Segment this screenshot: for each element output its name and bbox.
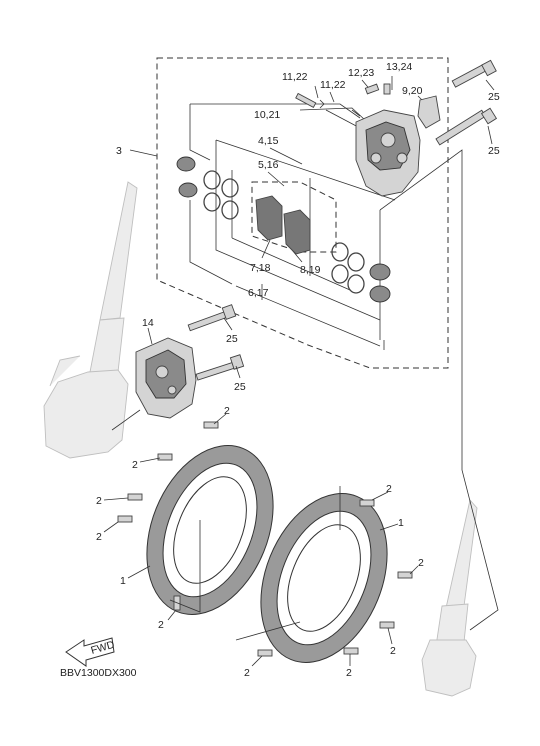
- bleed-screw-parts: [295, 83, 441, 129]
- diagram-code: BBV1300DX300: [60, 667, 137, 679]
- label-1-b: 1: [398, 517, 404, 529]
- label-8-19: 8,19: [300, 264, 321, 276]
- label-14: 14: [142, 317, 154, 329]
- label-25-c: 25: [226, 333, 238, 345]
- left-fork-leg-ghost: [43, 181, 138, 459]
- caliper-bolt-25-lower: [187, 304, 245, 381]
- label-5-16: 5,16: [258, 159, 279, 171]
- front-brake-caliper-upper: [355, 109, 421, 197]
- label-25-b: 25: [488, 145, 500, 157]
- brake-pads: [255, 195, 311, 255]
- label-25-d: 25: [234, 381, 246, 393]
- label-2-f: 2: [386, 483, 392, 495]
- fwd-arrow-icon: FWD: [65, 637, 116, 667]
- pistons-and-seals: [176, 156, 391, 303]
- front-brake-caliper-lower: [135, 337, 197, 419]
- label-2-c: 2: [96, 495, 102, 507]
- label-9-20: 9,20: [402, 85, 423, 97]
- label-2-j: 2: [346, 667, 352, 679]
- right-fork-leg-ghost: [421, 499, 478, 697]
- label-2-h: 2: [390, 645, 396, 657]
- label-2-b: 2: [132, 459, 138, 471]
- label-3: 3: [116, 145, 122, 157]
- label-2-d: 2: [96, 531, 102, 543]
- label-12-23: 12,23: [348, 67, 374, 79]
- label-11-22-a: 11,22: [282, 71, 308, 83]
- label-2-a: 2: [224, 405, 230, 417]
- label-2-e: 2: [158, 619, 164, 631]
- label-4-15: 4,15: [258, 135, 279, 147]
- brake-disc-left: [146, 445, 274, 615]
- caliper-bolt-25-upper: [435, 59, 498, 146]
- label-10-21: 10,21: [254, 109, 280, 121]
- label-1-a: 1: [120, 575, 126, 587]
- brake-disc-right: [260, 493, 388, 663]
- disc-bolts: [117, 421, 413, 657]
- label-6-17: 6,17: [248, 287, 269, 299]
- caliper-assembly-boundary: [156, 57, 449, 369]
- label-2-g: 2: [418, 557, 424, 569]
- label-2-i: 2: [244, 667, 250, 679]
- label-7-18: 7,18: [250, 262, 271, 274]
- label-11-22-b: 11,22: [320, 79, 346, 91]
- label-25-a: 25: [488, 91, 500, 103]
- label-13-24: 13,24: [386, 61, 412, 73]
